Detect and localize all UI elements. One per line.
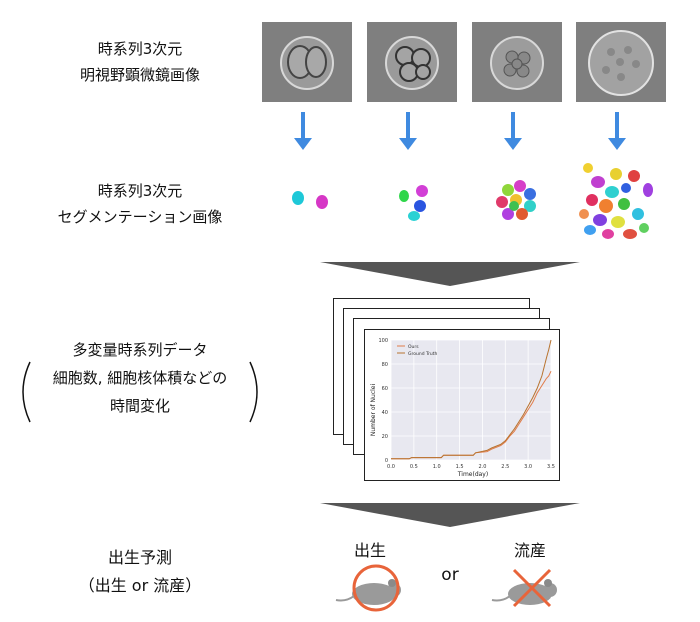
chart-series-line-1 [391,339,552,460]
row2-label-line2: セグメンテーション画像 [57,208,223,226]
chart-xtick-label: 0.0 [387,464,395,470]
mouse-miscarriage-icon [491,568,557,608]
chart-xlabel: Time(day) [457,471,488,478]
row3-label-line3: 時間変化 [109,397,170,415]
chart-xtick-label: 3.5 [547,464,555,470]
row2-label-line1: 時系列3次元 [97,182,183,200]
flow-triangle-2 [320,503,580,527]
chart-sheet-front: Number of Nuclei Time(day) 0 20 40 60 80 100 0… [364,329,560,481]
chart-ytick-label: 20 [382,434,388,440]
or-label: or [441,565,459,585]
down-arrow-4 [608,112,626,150]
chart-xtick-label: 3.0 [524,464,532,470]
mouse-birth-icon [335,564,401,612]
segmentation-image-3 [496,180,536,220]
down-arrow-3 [504,112,522,150]
row2-label: 時系列3次元 セグメンテーション画像 [40,178,240,230]
chart-legend-label-1: Ground Truth [408,351,438,357]
chart-ytick-label: 60 [382,386,388,392]
left-paren [22,361,31,423]
chart-ytick-label: 100 [378,338,388,344]
chart-ytick-label: 80 [382,362,388,368]
row3-label-line2: 細胞数, 細胞核体積などの [52,369,228,387]
chart-ylabel: Number of Nuclei [370,384,377,437]
row3-label-line1: 多変量時系列データ [72,341,208,359]
right-paren [249,361,258,423]
chart-xtick-label: 2.0 [478,464,486,470]
row3-label: 多変量時系列データ 細胞数, 細胞核体積などの 時間変化 [20,336,260,420]
down-arrow-1 [294,112,312,150]
chart-xtick-label: 1.0 [433,464,441,470]
flow-triangle-1 [320,262,580,286]
microscopy-image-1 [262,22,352,102]
chart-xtick-label: 1.5 [456,464,464,470]
microscopy-image-2 [367,22,457,102]
birth-label: 出生 [353,541,386,560]
row4-label-line1: 出生予測 [107,548,172,567]
segmentation-image-4 [579,163,653,239]
chart-plot-area [391,340,551,460]
row1-label-line2: 明視野顕微鏡画像 [79,66,200,84]
chart-xtick-label: 2.5 [501,464,509,470]
microscopy-image-3 [472,22,562,102]
chart-ytick-label: 0 [385,458,388,464]
miscarriage-label: 流産 [513,541,546,560]
chart-xtick-label: 0.5 [410,464,418,470]
segmentation-image-2 [399,185,428,221]
row4-label: 出生予測 （出生 or 流産） [40,544,240,600]
microscopy-image-4 [576,22,666,102]
row1-label-line1: 時系列3次元 [97,40,183,58]
row4-label-line2: （出生 or 流産） [78,576,202,595]
down-arrow-2 [399,112,417,150]
chart-legend-label-0: Ours [408,344,419,350]
segmentation-image-1 [292,191,328,209]
row1-label: 時系列3次元 明視野顕微鏡画像 [40,36,240,88]
chart-ytick-label: 40 [382,410,388,416]
nuclei-line-chart: Number of Nuclei Time(day) 0 20 40 60 80 100 0… [370,338,555,478]
